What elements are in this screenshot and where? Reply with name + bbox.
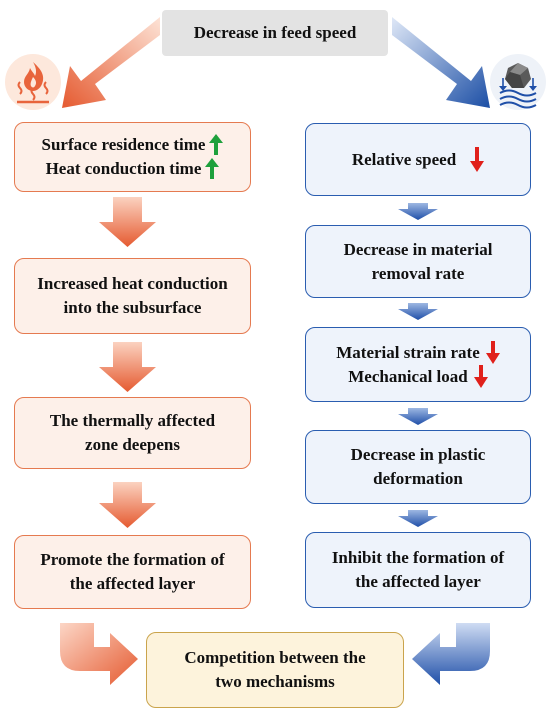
right-box-2-line-2: removal rate bbox=[371, 263, 465, 283]
right-box-3-line-1: Material strain rate bbox=[336, 342, 480, 362]
right-box-3-line-2: Mechanical load bbox=[348, 366, 468, 386]
left-box-3-line-1: The thermally affected bbox=[49, 411, 216, 430]
right-box-3: Material strain rate Mechanical load bbox=[305, 327, 531, 402]
heat-icon bbox=[5, 54, 61, 110]
down-arrow-icon bbox=[473, 364, 488, 388]
left-box-4-line-2: the affected layer bbox=[69, 574, 196, 593]
right-box-5: Inhibit the formation of the affected la… bbox=[305, 532, 531, 608]
left-box-1-line-2: Heat conduction time bbox=[45, 159, 202, 178]
material-removal-icon bbox=[490, 54, 546, 110]
title-box: Decrease in feed speed bbox=[162, 10, 388, 56]
right-box-1: Relative speed bbox=[305, 123, 531, 196]
right-box-4-line-2: deformation bbox=[373, 469, 463, 488]
right-down-arrows bbox=[398, 203, 438, 527]
top-right-arrow bbox=[392, 17, 490, 108]
left-box-2: Increased heat conduction into the subsu… bbox=[14, 258, 251, 334]
left-down-arrows bbox=[99, 197, 156, 528]
left-box-2-line-1: Increased heat conduction bbox=[37, 274, 228, 293]
title-text: Decrease in feed speed bbox=[193, 23, 357, 42]
top-left-arrow bbox=[62, 17, 160, 108]
down-arrow-icon bbox=[485, 340, 500, 364]
left-box-3: The thermally affected zone deepens bbox=[14, 397, 251, 469]
left-box-4-line-1: Promote the formation of bbox=[40, 550, 225, 569]
bottom-left-arrow bbox=[60, 623, 138, 685]
left-box-3-line-2: zone deepens bbox=[85, 435, 180, 454]
right-box-4-line-1: Decrease in plastic bbox=[350, 445, 486, 464]
right-box-1-line-1: Relative speed bbox=[351, 149, 457, 169]
right-box-4: Decrease in plastic deformation bbox=[305, 430, 531, 504]
final-box: Competition between the two mechanisms bbox=[146, 632, 404, 708]
up-arrow-icon bbox=[205, 158, 220, 179]
right-box-2: Decrease in material removal rate bbox=[305, 225, 531, 298]
left-box-1-line-1: Surface residence time bbox=[41, 135, 206, 154]
final-box-line-2: two mechanisms bbox=[215, 672, 335, 691]
left-box-2-line-2: into the subsurface bbox=[63, 298, 202, 317]
left-box-4: Promote the formation of the affected la… bbox=[14, 535, 251, 609]
bottom-right-arrow bbox=[412, 623, 490, 685]
left-box-1: Surface residence time Heat conduction t… bbox=[14, 122, 251, 192]
final-box-line-1: Competition between the bbox=[184, 648, 366, 667]
right-box-5-line-1: Inhibit the formation of bbox=[331, 548, 505, 567]
right-box-2-line-1: Decrease in material bbox=[343, 239, 493, 259]
down-arrow-icon bbox=[470, 146, 485, 172]
right-box-5-line-2: the affected layer bbox=[355, 572, 481, 591]
up-arrow-icon bbox=[209, 134, 224, 155]
